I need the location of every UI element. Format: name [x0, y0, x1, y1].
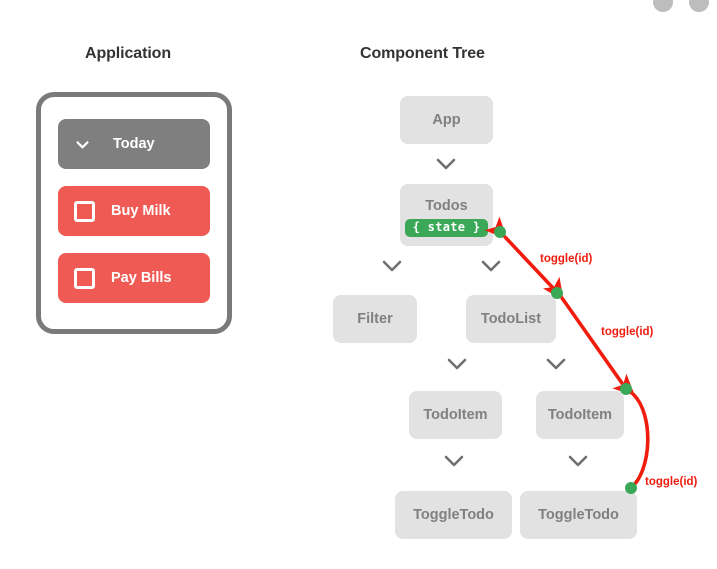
- flow-label-todoitem-to-todolist: toggle(id): [601, 326, 654, 338]
- app-row-buy-milk-label: Buy Milk: [111, 203, 171, 219]
- chevron-down-icon-todos-to-todolist: [481, 260, 501, 272]
- chevron-down-icon-todolist-to-todoitem-2: [546, 358, 566, 370]
- tree-node-filter-label: Filter: [357, 310, 393, 327]
- checkbox-icon[interactable]: [74, 200, 95, 222]
- application-heading: Application: [85, 45, 172, 62]
- tree-node-toggletodo-1-label: ToggleTodo: [413, 506, 494, 523]
- chevron-down-icon-todolist-to-todoitem-1: [447, 358, 467, 370]
- tree-node-todoitem-2-label: TodoItem: [547, 406, 613, 423]
- tree-node-app[interactable]: App: [400, 96, 493, 144]
- tree-node-todos-label: Todos: [425, 197, 468, 214]
- app-row-today-label: Today: [113, 136, 155, 152]
- app-row-today[interactable]: Today: [58, 119, 210, 169]
- checkbox-icon[interactable]: [74, 267, 95, 289]
- tree-node-toggletodo-1[interactable]: ToggleTodo: [395, 491, 512, 539]
- component-tree-heading: Component Tree: [360, 45, 485, 62]
- state-badge: { state }: [404, 219, 489, 238]
- decorative-dot-left: [653, 0, 673, 12]
- tree-node-app-label: App: [432, 111, 461, 128]
- tree-node-todolist-label: TodoList: [480, 310, 542, 327]
- chevron-down-icon-todoitem-1-to-toggletodo-1: [444, 455, 464, 467]
- tree-node-todoitem-2[interactable]: TodoItem: [536, 391, 624, 439]
- top-decorative-dots: [653, 0, 709, 12]
- app-row-buy-milk[interactable]: Buy Milk: [58, 186, 210, 236]
- application-panel: Today Buy Milk Pay Bills: [36, 92, 232, 334]
- flow-arrow-todoitem-to-todolist: [542, 276, 626, 388]
- tree-node-todoitem-1[interactable]: TodoItem: [409, 391, 502, 439]
- tree-node-todolist[interactable]: TodoList: [466, 295, 556, 343]
- app-row-pay-bills[interactable]: Pay Bills: [58, 253, 210, 303]
- tree-node-todoitem-1-label: TodoItem: [423, 406, 488, 423]
- tree-node-todos[interactable]: Todos { state }: [400, 184, 493, 246]
- decorative-dot-right: [689, 0, 709, 12]
- tree-node-toggletodo-2[interactable]: ToggleTodo: [520, 491, 637, 539]
- chevron-down-icon-app-to-todos: [436, 158, 456, 170]
- chevron-down-icon-todos-to-filter: [382, 260, 402, 272]
- app-row-pay-bills-label: Pay Bills: [111, 270, 172, 286]
- flow-arrow-toggletodo-to-todoitem: [612, 373, 650, 490]
- tree-node-toggletodo-2-label: ToggleTodo: [538, 506, 619, 523]
- chevron-down-icon-todoitem-2-to-toggletodo-2: [568, 455, 588, 467]
- flow-label-toggletodo-to-todoitem: toggle(id): [645, 476, 698, 488]
- flow-dot-todos: [494, 226, 506, 238]
- flow-label-todolist-to-todos: toggle(id): [540, 253, 593, 265]
- chevron-down-icon: [76, 140, 89, 148]
- tree-node-filter[interactable]: Filter: [333, 295, 417, 343]
